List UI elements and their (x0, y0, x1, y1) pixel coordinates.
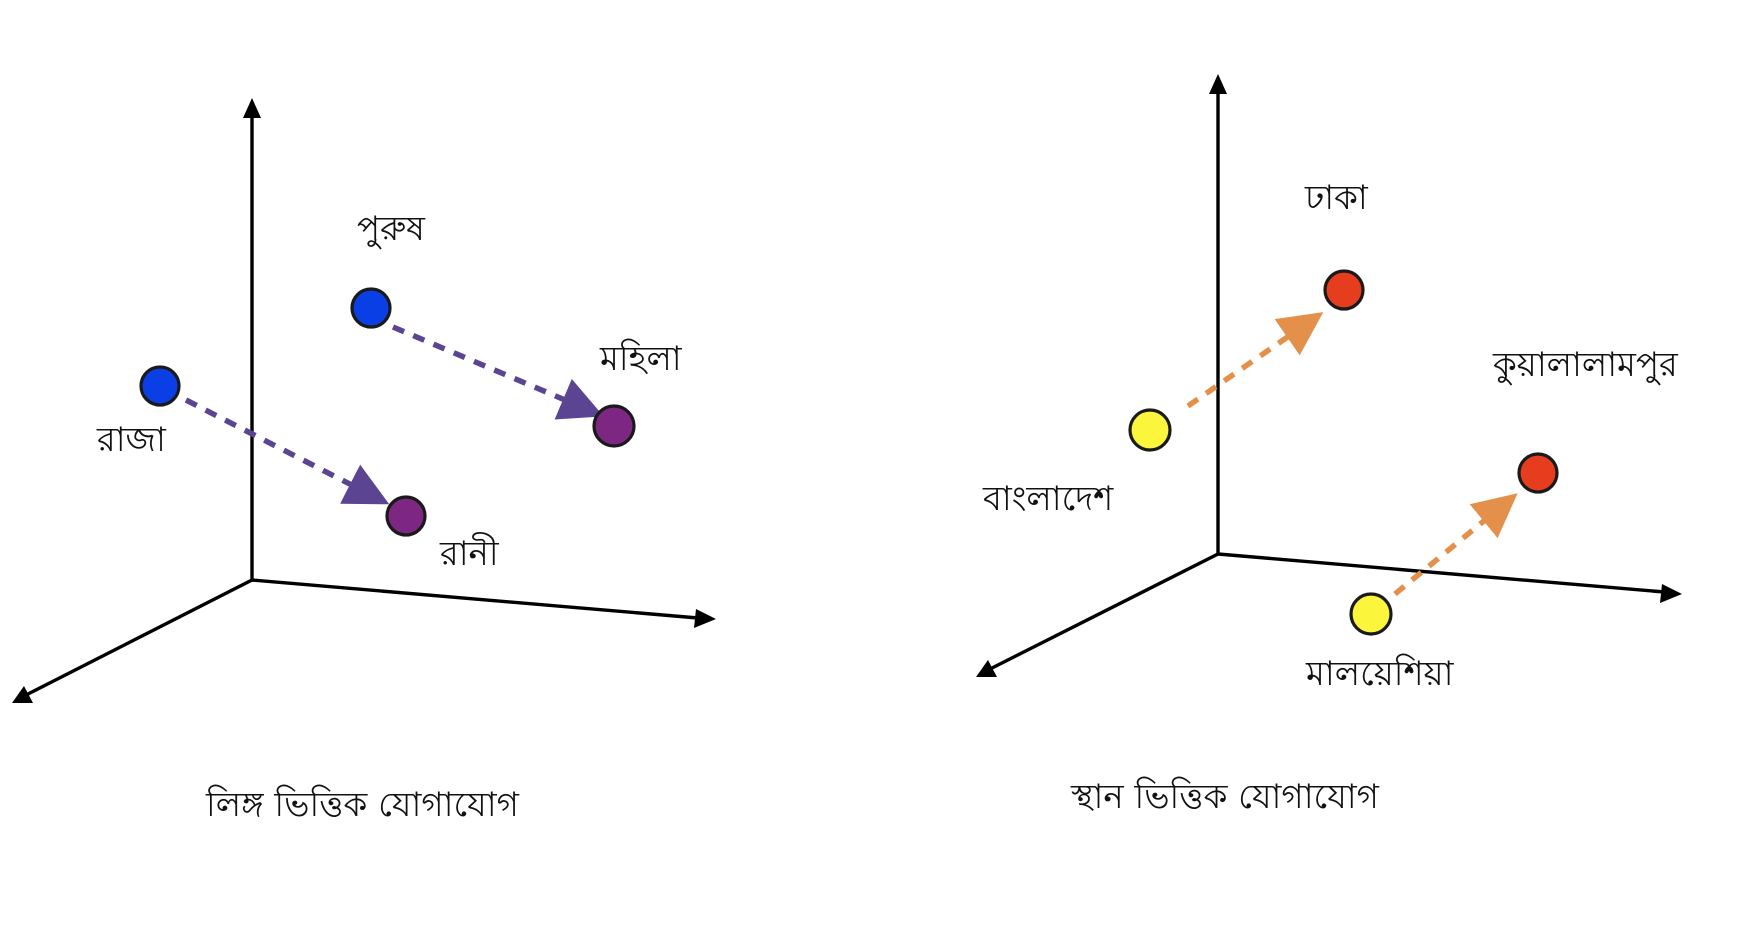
bangladesh-label: বাংলাদেশ (982, 479, 1114, 519)
dhaka-label: ঢাকা (1304, 178, 1369, 218)
bangladesh-to-dhaka-arrow (1186, 312, 1324, 409)
gender-axis-left-arrowhead (12, 686, 33, 703)
dhaka-point (1323, 269, 1365, 311)
kuala-lumpur-point (1517, 452, 1559, 494)
king-point (139, 365, 181, 407)
man-label: পুরুষ (357, 209, 426, 249)
gender-axis-left (27, 578, 253, 696)
location-diagram: ঢাকা কুয়ালালামপুর বাংলাদেশ মালয়েশিয়া … (976, 74, 1682, 817)
malaysia-to-kuala-lumpur-arrow (1393, 493, 1518, 597)
gender-axis-right (251, 578, 699, 620)
queen-point (385, 495, 427, 537)
woman-label: মহিলা (599, 339, 683, 379)
kuala-lumpur-label: কুয়ালালামপুর (1492, 345, 1679, 385)
gender-axis-right-arrowhead (694, 609, 716, 628)
malaysia-point (1349, 592, 1393, 636)
man-to-woman-arrow (391, 324, 604, 420)
king-to-queen-arrow (184, 397, 390, 505)
location-axis-right (1217, 552, 1665, 594)
queen-label: রানী (439, 532, 500, 574)
location-caption: স্থান ভিত্তিক যোগাযোগ (1070, 777, 1380, 817)
bangladesh-point (1128, 408, 1172, 452)
location-axis-vertical-arrowhead (1209, 74, 1227, 94)
location-axis-right-arrowhead (1660, 584, 1682, 603)
location-axis-left-arrowhead (976, 660, 997, 677)
gender-axes (12, 98, 716, 703)
king-label: রাজা (96, 420, 167, 460)
location-axis-left (991, 552, 1219, 670)
location-axes (976, 74, 1682, 677)
man-point (350, 287, 392, 329)
gender-diagram: পুরুষ মহিলা রাজা রানী লিঙ্গ ভিত্তিক যোগা… (12, 98, 716, 825)
gender-axis-vertical-arrowhead (243, 98, 261, 118)
gender-caption: লিঙ্গ ভিত্তিক যোগাযোগ (205, 785, 520, 825)
woman-point (592, 404, 636, 448)
malaysia-label: মালয়েশিয়া (1305, 654, 1455, 694)
